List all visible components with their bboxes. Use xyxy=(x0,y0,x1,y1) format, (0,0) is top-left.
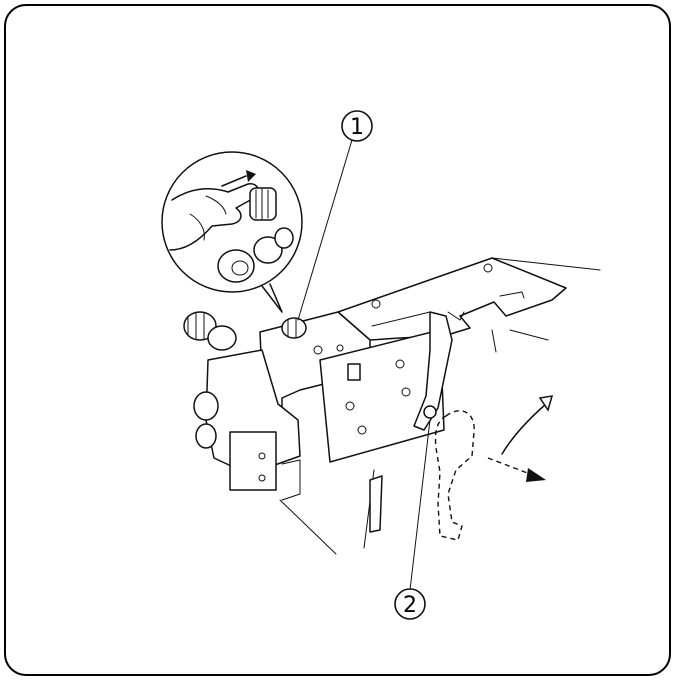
knob-lower xyxy=(193,391,219,449)
callout-1-number: 1 xyxy=(350,115,364,140)
rotate-arrow-icon xyxy=(538,395,554,412)
callout-1-leader xyxy=(297,139,353,321)
knob-upper xyxy=(183,311,237,351)
callout-1: 1 xyxy=(341,110,373,142)
push-arrow-icon xyxy=(246,170,256,182)
overlock-machine xyxy=(183,257,601,555)
callout-2-number: 2 xyxy=(403,593,417,618)
release-lever xyxy=(413,311,453,431)
lever-moved-outline xyxy=(434,410,475,541)
callout-2-leader xyxy=(409,419,431,591)
inset-magnifier xyxy=(161,151,303,313)
pull-arrow-icon xyxy=(526,468,546,482)
knob-top xyxy=(281,317,307,339)
callout-2: 2 xyxy=(394,588,426,620)
